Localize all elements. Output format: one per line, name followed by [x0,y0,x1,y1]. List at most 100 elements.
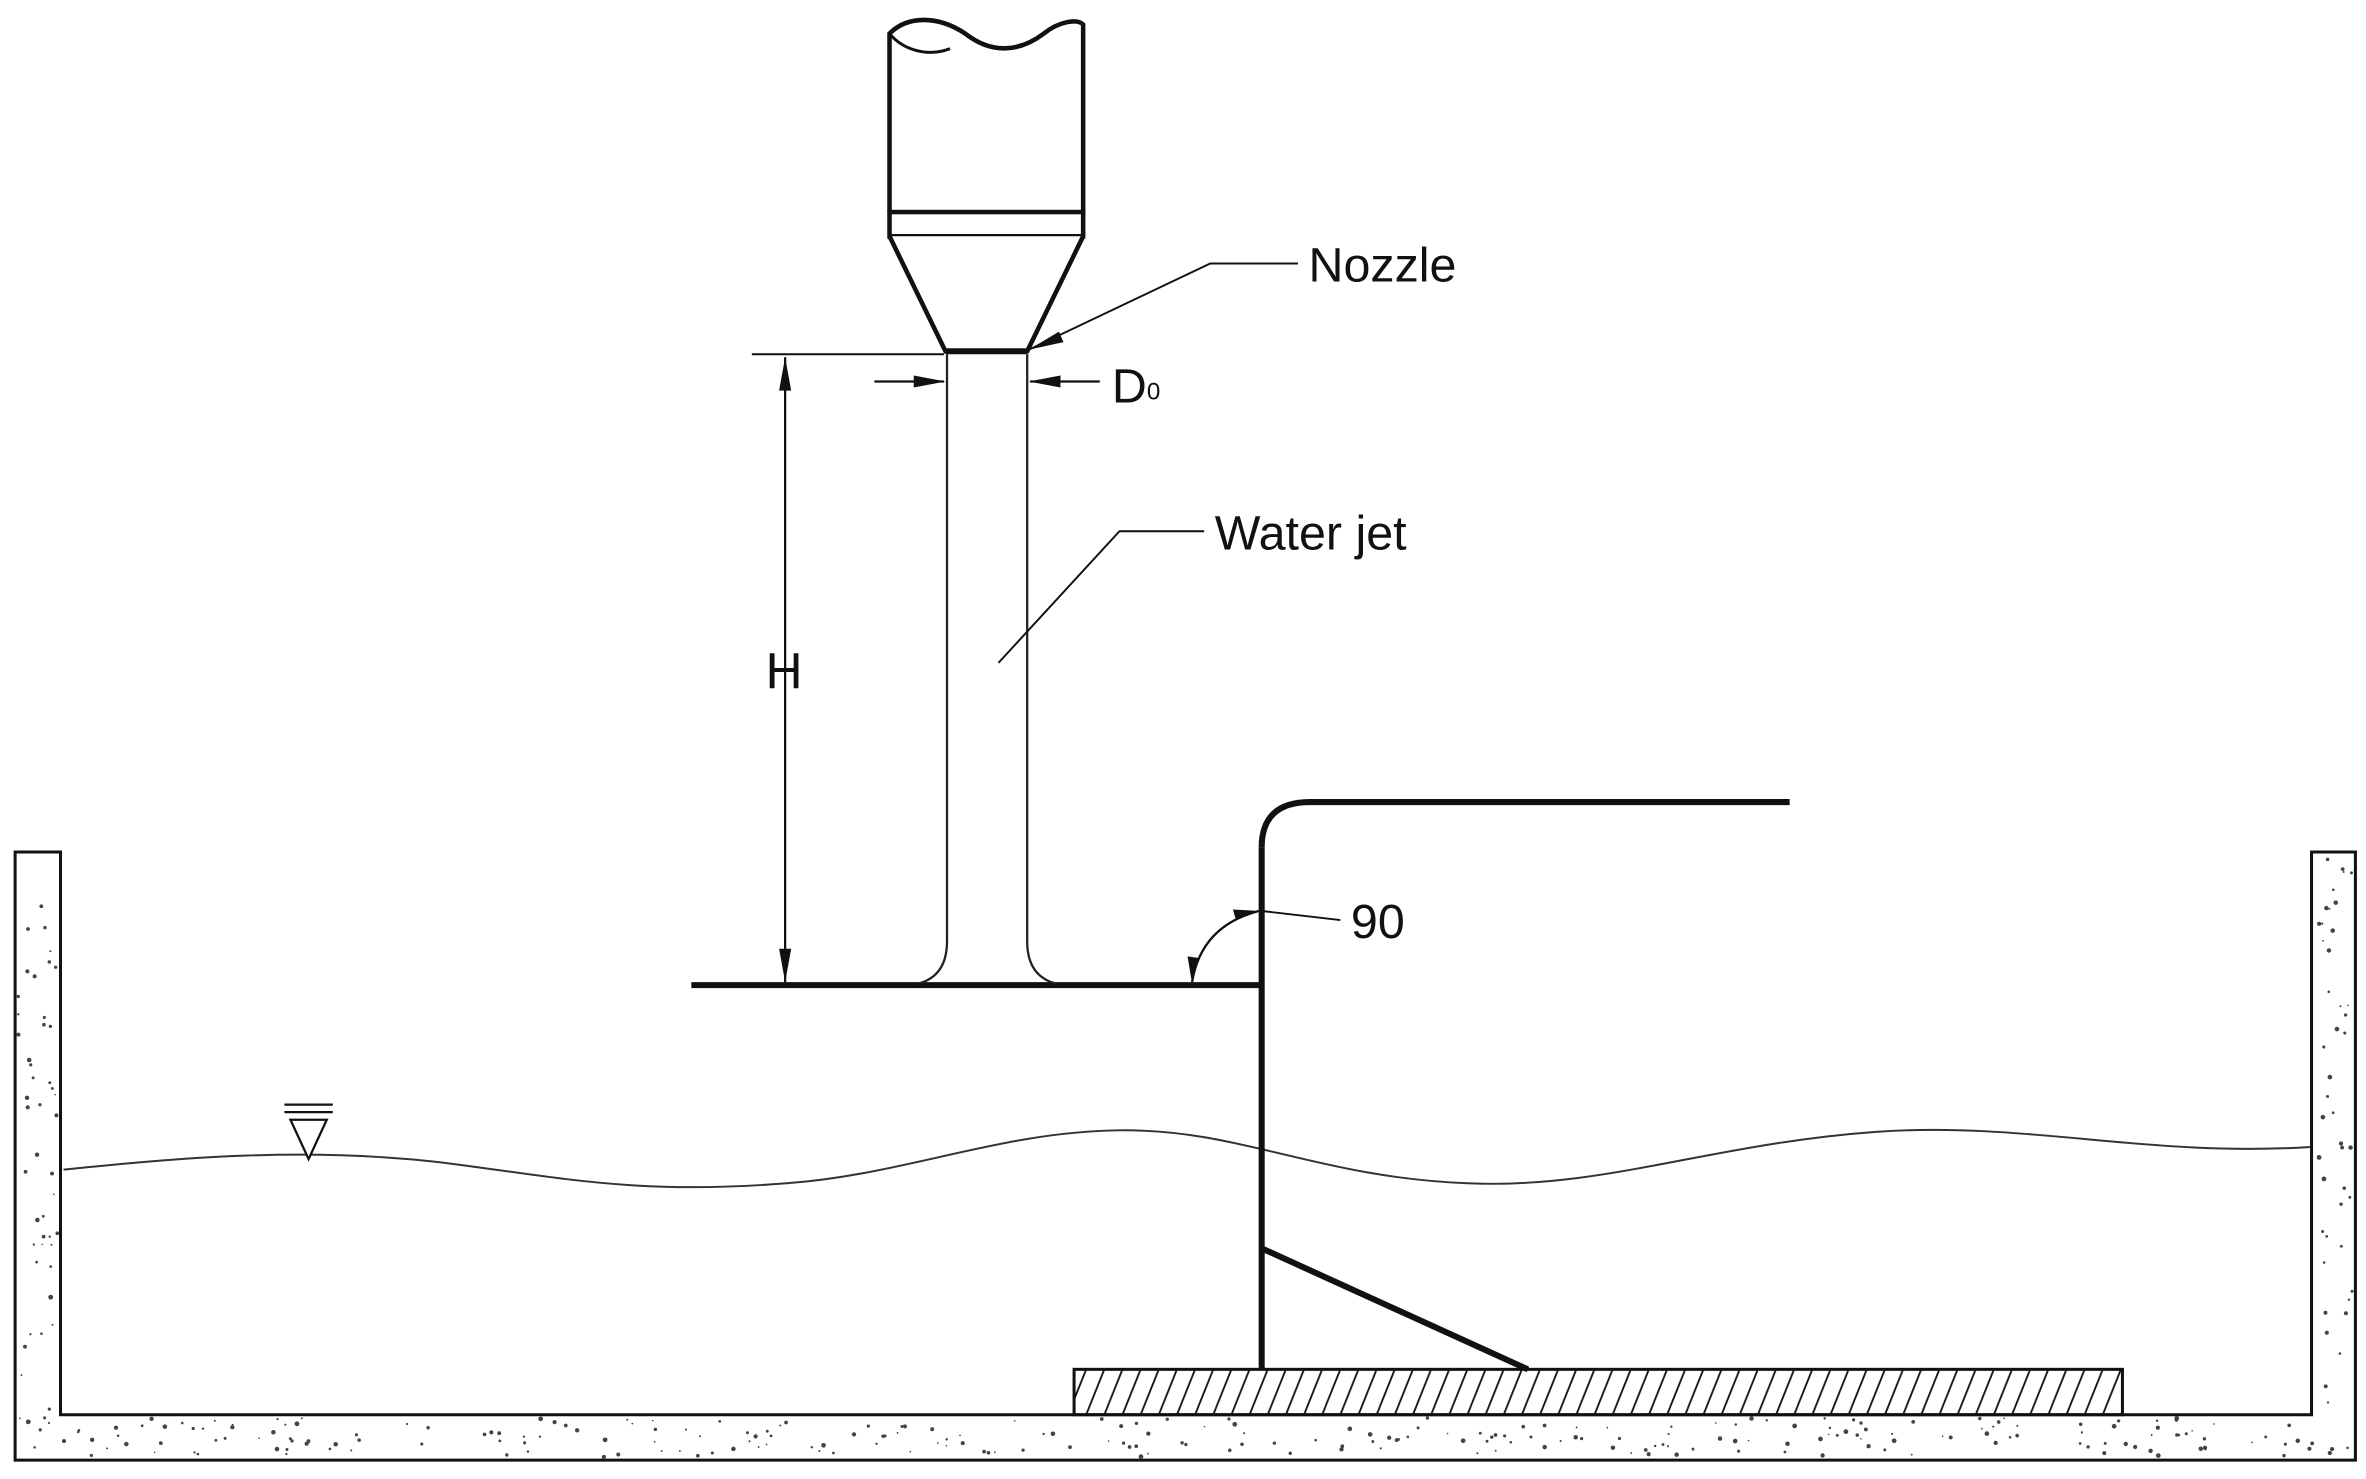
concrete-speck [162,1424,168,1429]
concrete-speck [61,1438,67,1444]
concrete-speck [1478,1431,1482,1435]
concrete-speck [1948,1435,1953,1440]
concrete-speck [1610,1445,1616,1450]
concrete-speck [214,1438,218,1442]
concrete-speck [354,1433,358,1437]
concrete-speck [47,1421,51,1425]
concrete-speck [2324,905,2329,911]
concrete-speck [2202,1445,2208,1450]
concrete-speck [769,1434,773,1438]
concrete-speck [149,1416,154,1421]
concrete-speck [2333,900,2339,905]
concrete-speck [50,1243,53,1246]
concrete-speck [1232,1421,1238,1427]
concrete-speck [1984,1431,1990,1436]
concrete-speck [2332,888,2335,892]
concrete-speck [288,1437,292,1441]
concrete-speck [196,1452,200,1456]
concrete-speck [2202,1437,2207,1441]
concrete-speck [48,1024,53,1029]
concrete-speck [1661,1443,1665,1446]
concrete-speck [2155,1425,2160,1430]
jet-right-edge [1026,354,1057,985]
concrete-speck [2321,1230,2325,1234]
concrete-speck [1891,1438,1897,1444]
concrete-speck [1670,1425,1673,1428]
diagonal-brace [1260,1245,1530,1373]
concrete-speck [1910,1453,1913,1456]
concrete-speck [1863,1427,1868,1432]
concrete-speck [26,1057,32,1063]
concrete-speck [1783,1450,1787,1454]
d0-arrow-left [913,375,946,388]
concrete-speck [300,1417,303,1420]
concrete-speck [2323,1384,2328,1389]
concrete-speck [653,1427,658,1432]
concrete-speck [140,1424,144,1428]
concrete-speck [1643,1448,1648,1452]
concrete-speck [2111,1423,2117,1429]
concrete-speck [482,1432,487,1437]
concrete-speck [294,1421,300,1427]
hatched-base [1072,1367,2124,1417]
concrete-speck [1050,1431,1056,1437]
concrete-speck [158,1441,163,1446]
concrete-speck [1099,1417,1104,1421]
concrete-speck [1272,1441,1277,1445]
concrete-speck [959,1434,961,1437]
concrete-speck [2327,1074,2333,1080]
concrete-speck [2264,1435,2268,1439]
tank-outline [13,850,2357,1462]
concrete-speck [55,1231,60,1236]
concrete-speck [426,1425,430,1430]
concrete-speck [1460,1438,1466,1444]
concrete-speck [2338,1141,2344,1146]
concrete-speck [113,1425,119,1430]
concrete-speck [1503,1434,1507,1438]
concrete-speck [50,1171,54,1176]
concrete-speck [41,1243,43,1246]
concrete-speck [960,1441,965,1446]
concrete-speck [1340,1444,1345,1449]
concrete-speck [16,994,20,999]
concrete-speck [2003,1417,2005,1420]
concrete-speck [930,1427,935,1432]
concrete-speck [1240,1442,1244,1447]
concrete-speck [1630,1452,1633,1454]
concrete-speck [1203,1425,1206,1428]
concrete-speck [2213,1423,2215,1425]
concrete-speck [563,1423,568,1428]
concrete-speck [2016,1424,2019,1427]
concrete-speck [53,1193,55,1196]
concrete-speck [1416,1426,1420,1430]
concrete-speck [2350,1289,2354,1293]
concrete-speck [746,1431,749,1435]
concrete-speck [54,965,58,969]
angle-arc [1190,909,1259,983]
concrete-speck [2316,1155,2322,1160]
concrete-speck [23,1344,27,1349]
concrete-speck [601,1454,606,1459]
concrete-speck [2155,1419,2159,1423]
concrete-speck [2148,1449,2153,1453]
concrete-speck [33,1446,36,1449]
concrete-speck [180,1421,184,1425]
concrete-speck [29,1333,32,1336]
water-surface [63,1103,2311,1189]
concrete-speck [538,1416,544,1422]
concrete-speck [1134,1421,1139,1426]
concrete-speck [1667,1433,1670,1436]
concrete-speck [1042,1432,1045,1436]
concrete-speck [41,1234,46,1239]
concrete-speck [2322,939,2324,942]
concrete-speck [274,1446,280,1452]
concrete-speck [49,1265,52,1268]
concrete-speck [936,1442,939,1444]
concrete-speck [2339,1202,2343,1206]
concrete-speck [986,1450,991,1455]
concrete-speck [1494,1449,1497,1452]
concrete-speck [1749,1416,1754,1421]
concrete-speck [1446,1432,1449,1435]
concrete-speck [765,1443,768,1446]
